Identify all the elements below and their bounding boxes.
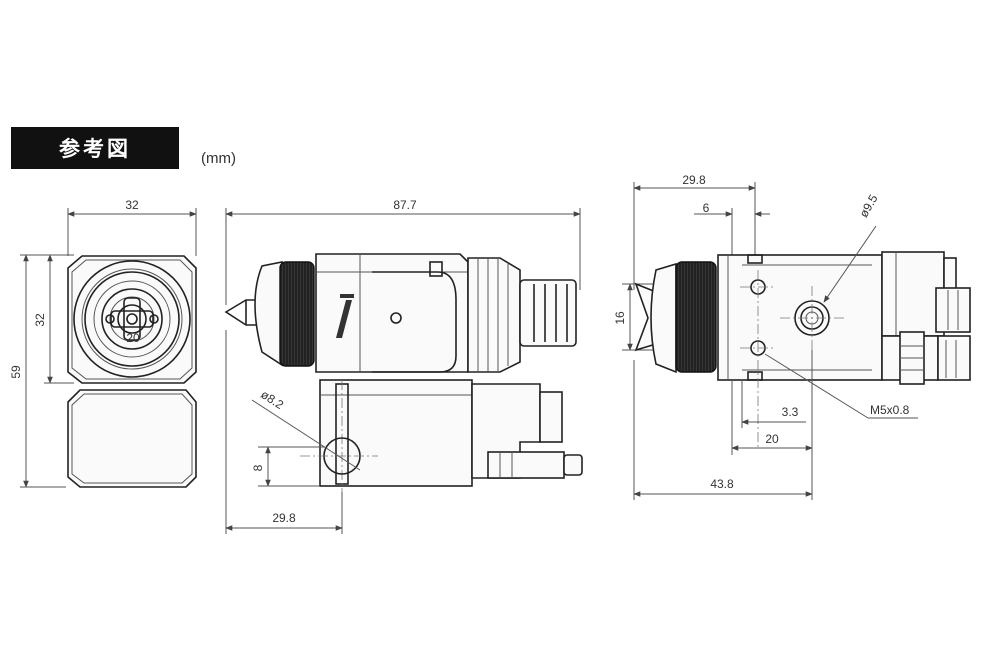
front-view: 32 32 59 20: [9, 198, 197, 488]
rear-view: 29.8 6 16 ø9.5: [613, 173, 971, 500]
rear-knurled-ring: [675, 261, 717, 373]
rear-mid-dim: 20: [765, 432, 779, 446]
side-overall-length-dim: 87.7: [393, 198, 417, 212]
side-view: 87.7: [224, 198, 583, 534]
front-inner-height-dim: 32: [33, 313, 47, 327]
rear-offset-dim: 6: [703, 201, 710, 215]
rear-small-dim: 3.3: [782, 405, 799, 419]
side-lower-block: [319, 379, 473, 487]
side-hole-height-dim: 8: [251, 464, 265, 471]
rear-main-body: [717, 254, 883, 381]
rear-height-dim: 16: [613, 311, 627, 325]
side-hole-distance-dim: 29.8: [272, 511, 296, 525]
front-upper-block: [67, 255, 197, 384]
rear-thread-label: M5x0.8: [870, 403, 910, 417]
rear-bore-diameter-dim: ø9.5: [856, 192, 880, 220]
front-total-height-dim: 59: [9, 365, 23, 379]
front-lower-block: [67, 389, 197, 488]
unit-label: (mm): [201, 150, 236, 167]
rear-overall-dim: 43.8: [710, 477, 734, 491]
rear-top-dim: 29.8: [682, 173, 706, 187]
title-text: 参考図: [59, 137, 131, 161]
side-hole-diameter-dim: ø8.2: [258, 387, 286, 412]
front-width-dim: 32: [125, 198, 139, 212]
side-knurled-ring: [279, 261, 315, 367]
front-inner-label: 20: [126, 331, 140, 345]
title-banner: 参考図: [11, 127, 179, 169]
